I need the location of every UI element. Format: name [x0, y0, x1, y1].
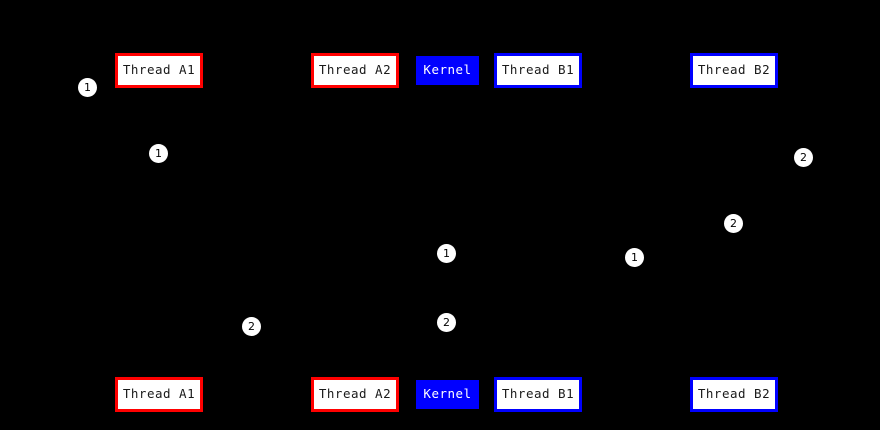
- lifeline-node-label: Thread A2: [318, 386, 392, 402]
- step-badge-label: 1: [631, 251, 638, 264]
- step-badge-badge-b2-entry: 2: [794, 148, 813, 167]
- step-badge-label: 2: [800, 151, 807, 164]
- connector-edge-b1-to-kernel: [445, 256, 635, 323]
- lifeline-node-kernel-top[interactable]: Kernel: [416, 56, 479, 85]
- lifeline-node-thread-a2-top[interactable]: Thread A2: [311, 53, 399, 88]
- step-badge-badge-b1-step: 1: [625, 248, 644, 267]
- lifeline-node-label: Kernel: [423, 386, 472, 402]
- lifeline-node-label: Thread B2: [697, 62, 771, 78]
- connector-edge-b2-to-b1: [633, 95, 735, 249]
- lifeline-node-label: Thread A1: [122, 386, 196, 402]
- lifeline-node-thread-a1-top[interactable]: Thread A1: [115, 53, 203, 88]
- step-badge-label: 1: [155, 147, 162, 160]
- step-badge-badge-a2-step: 2: [242, 317, 261, 336]
- step-badge-badge-b2-step: 2: [724, 214, 743, 233]
- lifeline-node-label: Thread B1: [501, 386, 575, 402]
- lifeline-node-label: Thread B2: [697, 386, 771, 402]
- lifeline-node-thread-a2-bottom[interactable]: Thread A2: [311, 377, 399, 412]
- step-badge-label: 1: [84, 81, 91, 94]
- step-badge-label: 1: [443, 247, 450, 260]
- lifeline-node-thread-b1-bottom[interactable]: Thread B1: [494, 377, 582, 412]
- lifeline-node-label: Kernel: [423, 62, 472, 78]
- step-badge-label: 2: [248, 320, 255, 333]
- step-badge-label: 2: [443, 316, 450, 329]
- lifeline-node-thread-b2-top[interactable]: Thread B2: [690, 53, 778, 88]
- lifeline-node-label: Thread A1: [122, 62, 196, 78]
- step-badge-badge-a1-entry: 1: [78, 78, 97, 97]
- lifeline-node-thread-b2-bottom[interactable]: Thread B2: [690, 377, 778, 412]
- connector-edge-kernel-to-a2: [250, 312, 447, 327]
- lifeline-node-label: Thread B1: [501, 62, 575, 78]
- lifeline-node-thread-b1-top[interactable]: Thread B1: [494, 53, 582, 88]
- lifeline-node-thread-a1-bottom[interactable]: Thread A1: [115, 377, 203, 412]
- lifeline-node-kernel-bottom[interactable]: Kernel: [416, 380, 479, 409]
- step-badge-badge-a1-step: 1: [149, 144, 168, 163]
- step-badge-badge-kernel-1: 1: [437, 244, 456, 263]
- step-badge-label: 2: [730, 217, 737, 230]
- step-badge-badge-kernel-2: 2: [437, 313, 456, 332]
- lifeline-node-label: Thread A2: [318, 62, 392, 78]
- connector-edge-a1-to-kernel: [158, 95, 447, 245]
